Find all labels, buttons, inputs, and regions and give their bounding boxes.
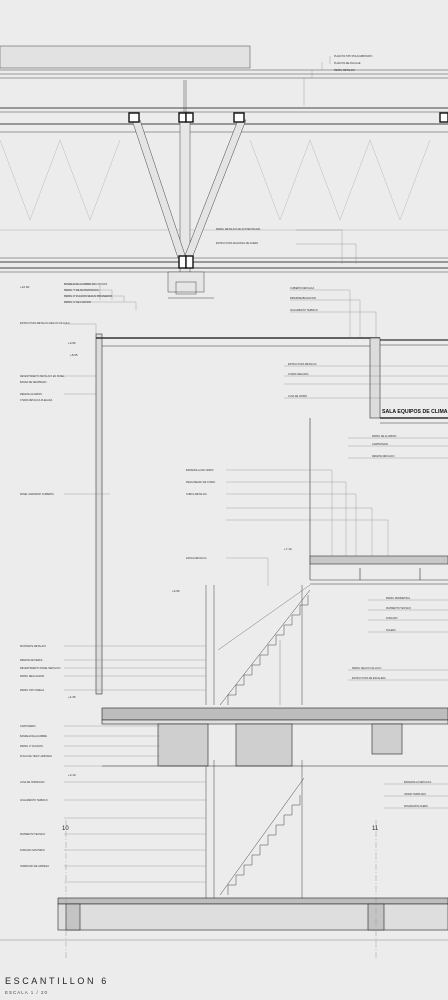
annotation-center: ZANCA METALICA [186, 557, 207, 560]
annotation-left: BANDEJA DE ALUMBRE [20, 735, 47, 738]
annotation-left: REMATE DE PERFIL [20, 659, 43, 662]
annotation-left: LOSA DE HORMIGON [20, 781, 45, 784]
annotation-right: PERFIL METALICO [334, 69, 355, 72]
annotation-left: PERFIL 'Z' FIJACION [20, 745, 43, 748]
annotation-left: REVESTIMIENTO PANEL METALICO [20, 667, 61, 670]
annotation-right: AISLAMIENTO TERMICO [290, 309, 318, 312]
annotation-left: MONTANTE METALICO [20, 645, 46, 648]
annotation-right: PERFIL DE ALUMINIO [372, 435, 396, 438]
annotation-center: ESTRUCTURA DIAGONAL DE ACERO [216, 242, 258, 245]
annotation-left: HORMIGON DE LIMPIEZA [20, 865, 49, 868]
roof-truss [0, 45, 448, 299]
annotation-right: SOLERA [386, 629, 396, 632]
annotation-right: PLANCHA DE ANCLAJE [334, 62, 361, 65]
annotation-center: BARANDILLA DE VIDRIO [186, 469, 214, 472]
annotation-right: FORJADO [386, 617, 398, 620]
annotation-left: PERFIL 'T' DE SUSTENTACION [64, 289, 99, 292]
level-mark: +4.35 [68, 695, 76, 699]
annotation-center: PERFIL METALICO DE SUSTENTACION [216, 228, 260, 231]
annotation-right: IMPERMEABILIZACION [290, 297, 316, 300]
annotation-right: CHAPA GRECADA [288, 373, 309, 376]
annotation-left: PERFIL REGULADOR [20, 675, 44, 678]
level-mark: +3.10 [68, 773, 76, 777]
annotation-left: PANEL SANDWICH CUBIERTA [20, 493, 54, 496]
annotation-right: ESTRUCTURA METALICA [288, 363, 317, 366]
annotation-left: PAVIMENTO TECNICO [20, 833, 45, 836]
annotation-left: PERFIL 'U' DE FIJACION [64, 301, 91, 304]
annotations-left: BANDEJA DE ALUMBRE 300 x 70 INOX PERFIL … [20, 283, 112, 868]
ground-slab [0, 897, 448, 941]
annotation-right: VIDRIO TEMPLADO [404, 793, 426, 796]
stair-lower [205, 760, 305, 900]
drawing-scale: ESCALA 1 / 20 [5, 990, 49, 995]
axis-number-10: 10 [62, 826, 69, 832]
annotation-left: BANDA DE NEOPRENO [20, 381, 47, 384]
annotation-right: PASAMANOS ACERO [404, 805, 428, 808]
level-mark: +12.90 [20, 285, 30, 289]
annotation-right: ESTRUCTURA DE ESCALERA [352, 677, 386, 680]
annotation-left: CARTONERIA [20, 725, 36, 728]
level-mark: +8.65 [70, 353, 78, 357]
annotation-left: PLACA DE YESO LAMINADO [20, 755, 52, 758]
annotations-right: PLANCHA TIPO POLICARBONATO PLANCHA DE AN… [288, 55, 432, 808]
annotation-center: PELDANEADO DE CHAPA [186, 481, 215, 484]
annotation-left: AISLAMIENTO TERMICO [20, 799, 48, 802]
annotation-center: TABICA METALICA [186, 493, 207, 496]
intermediate-slab [101, 707, 448, 767]
axis-number-11: 11 [372, 826, 379, 832]
annotation-left: PERFIL TIPO OMEGA [20, 689, 44, 692]
annotation-right: PERFIL PERIMETRAL [386, 597, 411, 600]
stair-upper [205, 584, 311, 706]
annotations-center: PERFIL METALICO DE SUSTENTACION ESTRUCTU… [186, 228, 260, 560]
axis-lines [65, 820, 377, 960]
upper-room [95, 333, 448, 695]
annotation-left: CHAPA METALICA PLEGADA [20, 399, 53, 402]
annotation-right: PLANCHA TIPO POLICARBONATO [334, 55, 373, 58]
room-label: SALA EQUIPOS DE CLIMA [382, 409, 448, 415]
annotation-right: PERFIL SEGUN CALCULO [352, 667, 382, 670]
annotation-left: FORJADO SANITARIO [20, 849, 45, 852]
annotation-right: CARPINTERIA [372, 443, 388, 446]
drawing-title: ESCANTILLON 6 [5, 976, 109, 986]
level-mark: +7.10 [284, 547, 292, 551]
annotation-left: REMATE ALUMINIO [20, 393, 42, 396]
annotation-right: LUNA DE VIDRIO [288, 395, 307, 398]
leader-lines [64, 56, 448, 883]
annotation-right: REMATE METALICO [372, 455, 395, 458]
annotation-left: BANDEJA DE ALUMBRE 300 x 70 INOX [64, 283, 108, 286]
annotation-right: PAVIMENTO TECNICO [386, 607, 411, 610]
annotation-left: PERFIL 'Z' FIJACION SEGUN PROVEEDOR [64, 295, 112, 298]
annotation-right: CUBIERTA METALICA [290, 287, 315, 290]
level-mark: +9.95 [68, 341, 76, 345]
annotation-left: REVESTIMIENTO METALICO EN PANEL [20, 375, 65, 378]
annotation-left: ESTRUCTURA METALICA SEGUN CALCULO [20, 322, 70, 325]
level-marks: +12.90 +9.95 +8.65 +7.10 +6.95 +4.35 +3.… [20, 285, 292, 777]
level-mark: +6.95 [172, 589, 180, 593]
annotation-right: BARANDILLA METALICA [404, 781, 432, 784]
